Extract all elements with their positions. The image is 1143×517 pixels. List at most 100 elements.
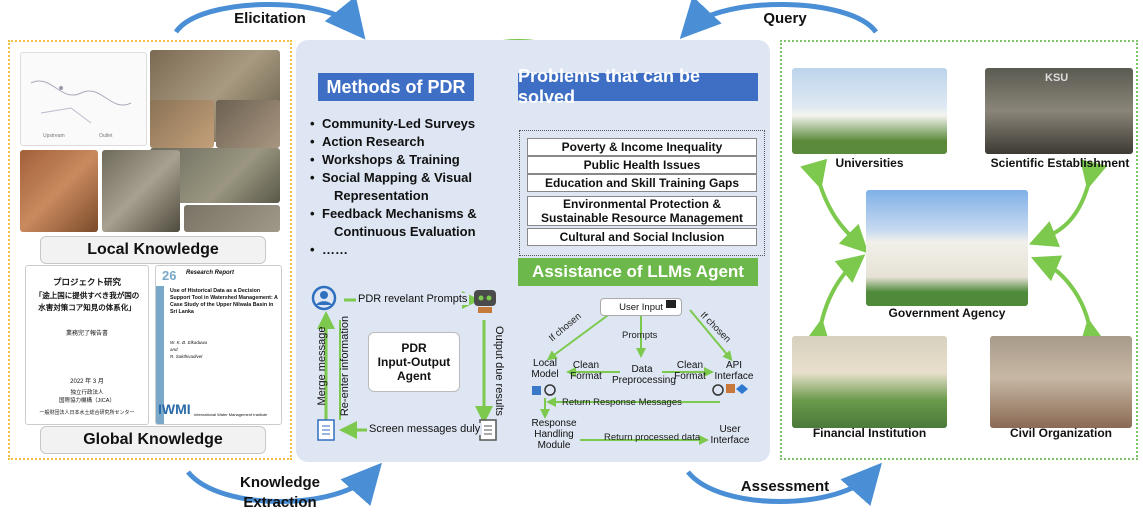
response-handling-node: Response Handling Module [531, 418, 577, 451]
problem-2: Public Health Issues [527, 156, 757, 174]
fin-gov-arrow [803, 254, 866, 349]
return-processed-label: Return processed data [604, 432, 701, 443]
io-agent-box: PDR Input-Output Agent [368, 332, 460, 392]
user-icon [312, 287, 336, 311]
clean-format-right: Clean Format [674, 360, 706, 382]
doc1-subtitle: 業務完了報告書 [65, 331, 108, 337]
screen-label: Screen messages duly [367, 423, 483, 435]
problems-title: Problems that can be solved [518, 66, 758, 107]
iwmi-logo: IWMI [158, 401, 191, 417]
universities-label: Universities [835, 156, 904, 170]
doc2-institute: International Water Management Institute [194, 412, 268, 417]
io-agent-line3: Agent [397, 369, 431, 383]
api-interface-node: API Interface [714, 360, 754, 382]
rock-photo [184, 205, 280, 232]
universities-photo [792, 68, 947, 154]
data-preprocessing-node: Data Preprocessing [612, 364, 676, 386]
pipeline-diagram [532, 309, 748, 445]
problems-frame [519, 130, 765, 256]
llm-agent-title: Assistance of LLMs Agent [518, 258, 758, 286]
financial-label: Financial Institution [812, 426, 927, 440]
univ-gov-arrow [800, 158, 869, 254]
robot-icon [474, 290, 496, 314]
problem-1: Poverty & Income Inequality [527, 138, 757, 156]
output-label: Output due results [493, 326, 505, 416]
local-model-node: Local Model [531, 358, 559, 380]
doc1-title-1: プロジェクト研究 [52, 277, 121, 287]
trench-photo [102, 150, 180, 232]
financial-photo [792, 336, 947, 428]
doc1-org-2: 国際協力機構（JICA） [59, 398, 115, 404]
doc2-number: 26 [162, 268, 177, 283]
doc1-title-3: 水害対策コア知見の体系化」 [38, 303, 136, 312]
problem-4-line2: Sustainable Resource Management [540, 211, 744, 225]
elicitation-arrow [173, 0, 366, 40]
method-item-more: •…… [310, 242, 348, 257]
problem-5: Cultural and Social Inclusion [527, 228, 757, 246]
scientific-label: Scientific Establishment [990, 156, 1130, 170]
query-arrow [679, 0, 879, 39]
doc1-publisher: 一般財団法人日本水土総合研究所センター [39, 410, 135, 416]
assessment-arrow [686, 462, 882, 506]
method-item-4: •Social Mapping & Visual [310, 170, 473, 185]
sketch-lines [30, 80, 132, 124]
user-input-label: User Input [619, 301, 663, 313]
ksu-sign: KSU [1045, 72, 1069, 84]
doc2-series: Research Report [186, 270, 235, 276]
river-sketch-image: Upstream Outlet [20, 52, 147, 146]
doc1-title-2: 「途上国に提供すべき我が国の [34, 291, 140, 300]
left-knowledge-region [8, 40, 292, 460]
doc2-authors-2: and [170, 347, 178, 352]
method-item-5: •Feedback Mechanisms & [310, 206, 477, 221]
merge-doc-icon [318, 420, 334, 440]
assessment-label: Assessment [740, 478, 830, 495]
doc2-title: Use of Historical Data as a Decision Sup… [170, 288, 278, 315]
knowledge-extraction-label-2: Extraction [243, 494, 317, 511]
doc1-date: 2022 年 3 月 [70, 379, 104, 385]
elicitation-label: Elicitation [234, 10, 306, 27]
iwmi-report-document: 26 Research Report Use of Historical Dat… [155, 265, 282, 425]
problem-3: Education and Skill Training Gaps [527, 174, 757, 192]
reenter-label: Re-enter information [339, 315, 351, 417]
user-input-box: User Input [600, 298, 682, 316]
problem-4-line1: Environmental Protection & [562, 197, 722, 211]
method-item-3: •Workshops & Training [310, 152, 460, 167]
workers-photo-1 [150, 100, 214, 148]
prompts-label: PDR revelant Prompts [356, 293, 470, 305]
prompts-arrow-label: Prompts [622, 330, 658, 341]
doc2-authors-3: R. Sakthivadivel [170, 354, 203, 359]
local-knowledge-caption: Local Knowledge [40, 236, 266, 264]
merge-label: Merge message [316, 326, 328, 406]
civil-label: Civil Organization [1009, 426, 1112, 440]
government-photo [866, 190, 1028, 306]
method-item-5b: Continuous Evaluation [334, 224, 476, 239]
government-label: Government Agency [888, 306, 1006, 320]
excavation-photo [20, 150, 98, 232]
method-item-4b: Representation [334, 188, 429, 203]
user-interface-node: User Interface [710, 424, 750, 446]
sketch-label-upstream: Upstream [43, 133, 65, 139]
japanese-report-document: プロジェクト研究 「途上国に提供すべき我が国の 水害対策コア知見の体系化」 業務… [25, 265, 149, 425]
workers-photo-2 [216, 100, 280, 148]
io-agent-line2: Input-Output [377, 355, 451, 369]
clean-format-left: Clean Format [570, 360, 602, 382]
methods-title: Methods of PDR [318, 73, 474, 101]
doc2-side-bar [156, 286, 164, 424]
return-response-label: Return Response Messages [562, 397, 682, 408]
sci-gov-arrow [1028, 159, 1108, 248]
problem-4: Environmental Protection & Sustainable R… [527, 196, 757, 226]
civil-gov-arrow [1030, 255, 1107, 349]
scientific-photo: KSU [985, 68, 1133, 154]
method-item-2: •Action Research [310, 134, 425, 149]
doc1-org-1: 独立行政法人 [70, 390, 104, 396]
knowledge-extraction-label-1: Knowledge [239, 474, 320, 491]
global-knowledge-caption: Global Knowledge [40, 426, 266, 454]
query-label: Query [763, 10, 807, 27]
method-item-1: •Community-Led Surveys [310, 116, 476, 131]
knowledge-extraction-arrow [186, 462, 382, 506]
monitor-icon [666, 300, 676, 308]
doc2-authors-1: W. K. B. Elkaduwa [170, 340, 208, 345]
civil-photo [990, 336, 1132, 428]
sketch-label-outlet: Outlet [99, 133, 113, 139]
io-agent-line1: PDR [401, 341, 427, 355]
